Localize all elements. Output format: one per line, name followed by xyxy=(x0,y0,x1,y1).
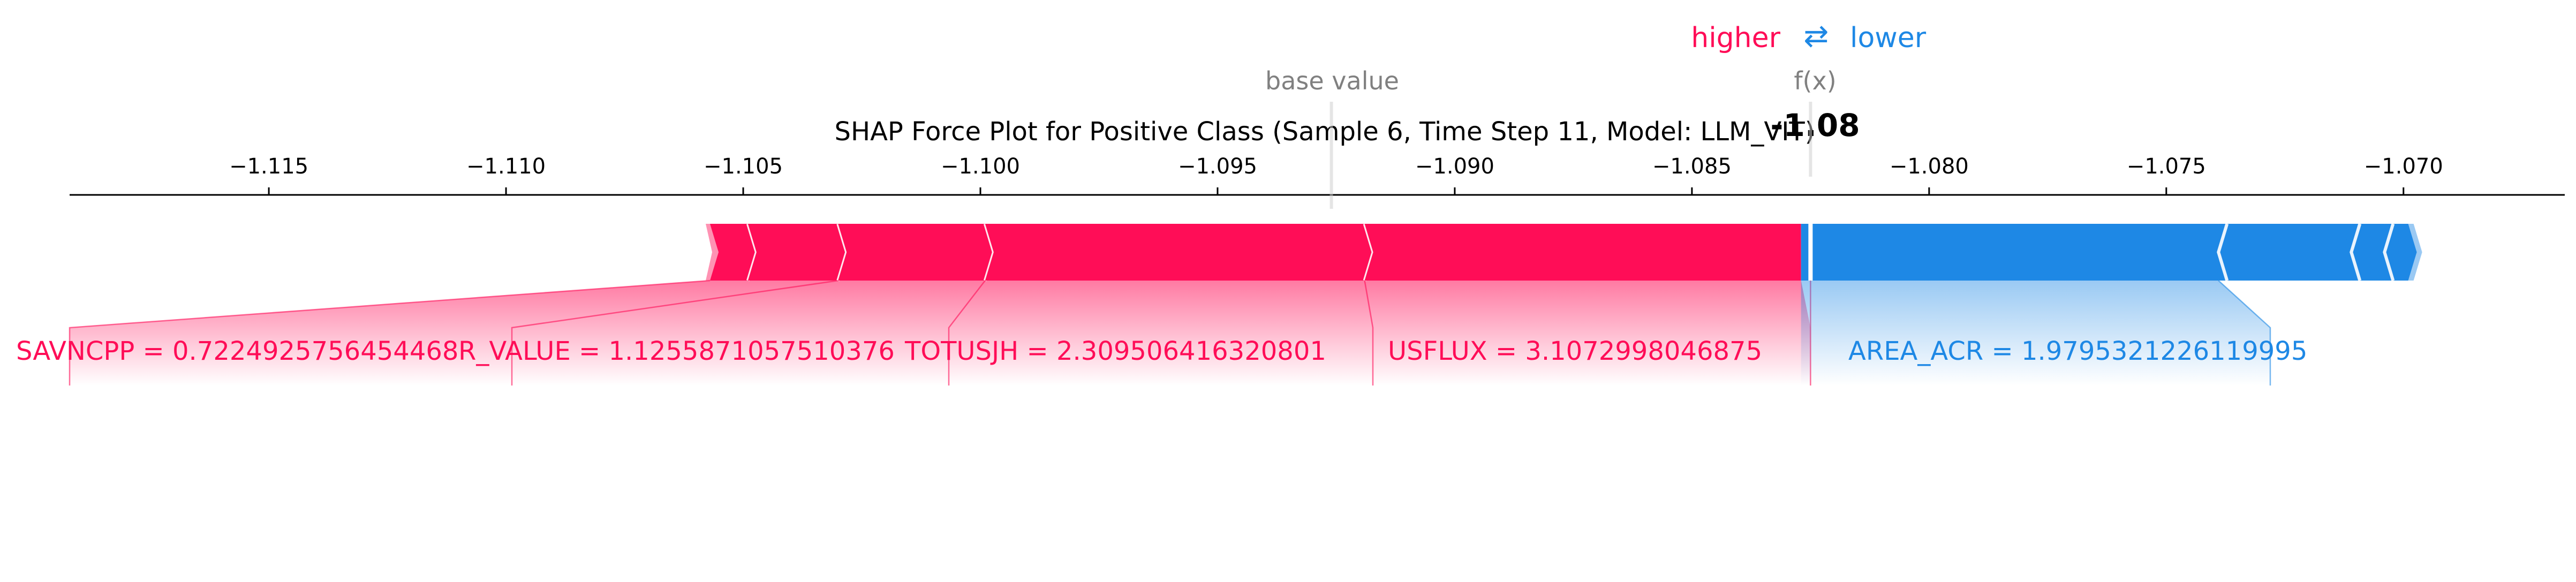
negative-label-line xyxy=(2218,280,2271,386)
positive-force-segment xyxy=(747,224,847,281)
x-tick-label: −1.080 xyxy=(1890,154,1969,179)
positive-force-segment xyxy=(1364,224,1801,281)
x-tick-label: −1.085 xyxy=(1652,154,1732,179)
x-axis: −1.115 −1.110 −1.105 −1.100 −1.095 −1.090 −1.0… xyxy=(70,154,2565,196)
x-tick-label: −1.105 xyxy=(704,154,783,179)
fx-label: f(x) xyxy=(1794,66,1836,95)
positive-label-line xyxy=(511,279,838,386)
positive-feature-label: R_VALUE = 1.1255871057510376 xyxy=(458,336,895,366)
force-bars xyxy=(706,223,2422,281)
positive-force-segment xyxy=(838,224,994,281)
positive-label-wedge xyxy=(512,281,985,386)
x-tick-label: −1.090 xyxy=(1415,154,1494,179)
x-tick-label: −1.070 xyxy=(2364,154,2443,179)
positive-fade-tip xyxy=(706,224,719,281)
chart-title: SHAP Force Plot for Positive Class (Samp… xyxy=(835,117,1815,147)
positive-force-segment xyxy=(710,224,757,281)
negative-force-segment xyxy=(2210,224,2360,281)
positive-force-segment xyxy=(985,224,1373,281)
negative-feature-label: AREA_ACR = 1.9795321226119995 xyxy=(1848,336,2307,366)
negative-fade-tip xyxy=(2408,224,2422,281)
x-tick-label: −1.115 xyxy=(229,154,308,179)
negative-label-wedge xyxy=(1801,281,2270,386)
positive-label-wedge xyxy=(70,281,838,386)
positive-label-line xyxy=(1364,280,1374,386)
segment-divider xyxy=(2350,223,2362,281)
legend-lower: lower xyxy=(1850,22,1927,54)
x-tick-label: −1.100 xyxy=(941,154,1020,179)
fx-value: -1.08 xyxy=(1770,107,1860,143)
legend-higher: higher xyxy=(1691,22,1780,54)
negative-force-segment xyxy=(1801,224,2227,281)
positive-label-line xyxy=(948,280,986,386)
positive-feature-label: SAVNCPP = 0.7224925756454468 xyxy=(16,336,458,366)
base-value-label: base value xyxy=(1265,66,1399,95)
segment-divider xyxy=(2217,223,2229,281)
x-tick-label: −1.110 xyxy=(466,154,546,179)
x-tick-label: −1.075 xyxy=(2127,154,2206,179)
positive-label-wedge xyxy=(1364,281,1811,386)
negative-force-segment xyxy=(2376,224,2417,281)
label-connectors xyxy=(69,279,2271,386)
x-tick-label: −1.095 xyxy=(1178,154,1257,179)
positive-label-wedge xyxy=(949,281,1373,386)
segment-divider xyxy=(2383,223,2395,281)
positive-label-line xyxy=(69,279,711,386)
x-axis-ticks: −1.115 −1.110 −1.105 −1.100 −1.095 −1.090 −1.0… xyxy=(229,154,2443,195)
legend-arrow-icon: ⇄ xyxy=(1804,19,1829,54)
positive-feature-label: TOTUSJH = 2.309506416320801 xyxy=(904,336,1326,366)
positive-feature-label: USFLUX = 3.1072998046875 xyxy=(1388,336,1762,366)
